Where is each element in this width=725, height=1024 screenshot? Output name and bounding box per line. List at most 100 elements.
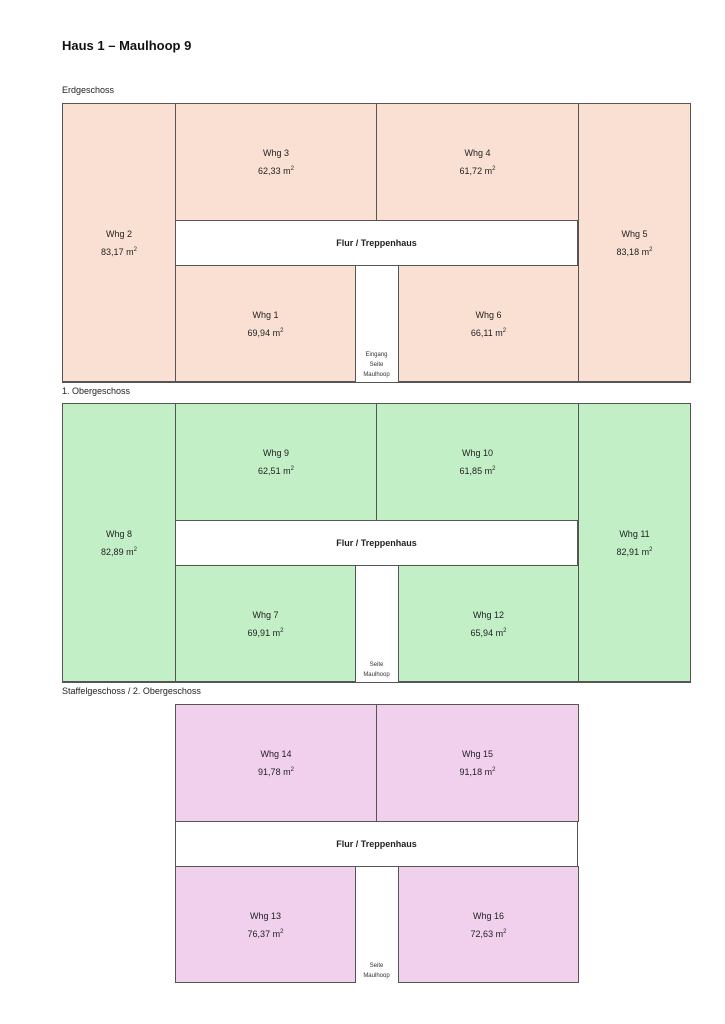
apartment-name: Whg 4 (464, 148, 491, 158)
apartment-name: Whg 7 (252, 609, 279, 620)
apartment-area: 61,85 m2 (377, 466, 578, 476)
floor-label: Staffelgeschoss / 2. Obergeschoss (62, 686, 201, 696)
area-exponent: 2 (503, 928, 507, 935)
area-value: 69,94 (247, 327, 271, 338)
apartment-area: 65,94 m2 (399, 628, 578, 638)
apartment-top2: Whg 15 91,18 m2 (376, 704, 579, 822)
apartment-area: 62,51 m2 (176, 466, 376, 476)
area-unit: m (641, 546, 650, 557)
area-unit: m (283, 166, 291, 176)
area-exponent: 2 (280, 327, 284, 334)
area-value: 61,72 (459, 166, 483, 176)
apartment-bot1: Whg 13 76,37 m2 (175, 866, 356, 983)
entrance-line: Maulhoop (363, 672, 390, 678)
area-unit: m (283, 466, 291, 476)
area-exponent: 2 (280, 627, 284, 634)
apartment-name: Whg 2 (105, 228, 132, 239)
apartment-area: 72,63 m2 (399, 929, 578, 939)
area-exponent: 2 (280, 928, 284, 935)
area-value: 72,63 (470, 928, 494, 939)
area-unit: m (495, 327, 503, 338)
corridor: Flur / Treppenhaus (175, 220, 578, 266)
apartment-name: Whg 13 (249, 910, 282, 921)
apartment-top2: Whg 4 61,72 m2 (376, 103, 579, 221)
apartment-bot2: Whg 6 66,11 m2 (398, 265, 579, 382)
area-unit: m (484, 767, 493, 777)
apartment-area: 69,94 m2 (176, 328, 355, 338)
area-value: 62,33 (258, 166, 281, 176)
floor-label: Erdgeschoss (62, 85, 115, 95)
area-exponent: 2 (290, 767, 294, 773)
area-value: 83,17 (101, 246, 124, 257)
apartment-top1: Whg 9 62,51 m2 (175, 403, 377, 521)
area-exponent: 2 (503, 627, 507, 634)
apartment-name: Whg 9 (262, 448, 289, 458)
apartment-area: 82,89 m2 (63, 547, 175, 557)
area-exponent: 2 (133, 546, 137, 553)
apartment-name: Whg 6 (475, 309, 502, 320)
area-exponent: 2 (502, 327, 507, 334)
apartment-name: Whg 14 (260, 749, 292, 759)
area-value: 83,18 (616, 246, 640, 257)
apartment-top1: Whg 14 91,78 m2 (175, 704, 377, 822)
entrance-line: Seite (369, 662, 384, 668)
area-unit: m (126, 546, 134, 557)
apartment-name: Whg 15 (461, 749, 494, 759)
apartment-name: Whg 8 (105, 528, 132, 539)
area-unit: m (272, 928, 281, 939)
apartment-area: 83,18 m2 (579, 247, 690, 257)
apartment-name: Whg 16 (472, 910, 505, 921)
area-value: 91,18 (459, 767, 483, 777)
apartment-area: 76,37 m2 (176, 929, 355, 939)
apartment-name: Whg 3 (262, 148, 289, 158)
apartment-left: Whg 8 82,89 m2 (62, 403, 176, 682)
apartment-top1: Whg 3 62,33 m2 (175, 103, 377, 221)
floor-label: 1. Obergeschoss (62, 386, 131, 396)
area-unit: m (495, 627, 504, 638)
apartment-area: 91,18 m2 (377, 767, 578, 777)
area-exponent: 2 (649, 546, 653, 553)
area-exponent: 2 (649, 246, 653, 253)
area-value: 61,85 (459, 466, 483, 476)
area-exponent: 2 (492, 166, 496, 172)
area-value: 76,37 (247, 928, 271, 939)
area-value: 82,91 (616, 546, 640, 557)
area-unit: m (272, 627, 281, 638)
area-unit: m (495, 928, 504, 939)
apartment-right: Whg 11 82,91 m2 (578, 403, 691, 682)
apartment-area: 83,17 m2 (63, 247, 175, 257)
entrance-line: Maulhoop (363, 973, 390, 979)
area-value: 66,11 (470, 327, 493, 338)
area-unit: m (484, 166, 493, 176)
apartment-area: 91,78 m2 (176, 767, 376, 777)
apartment-bot1: Whg 7 69,91 m2 (175, 565, 356, 682)
apartment-area: 82,91 m2 (579, 547, 690, 557)
area-value: 82,89 (101, 546, 124, 557)
entrance-line: Seite (369, 963, 384, 969)
entrance-line: Maulhoop (363, 372, 390, 378)
area-exponent: 2 (492, 767, 496, 773)
apartment-name: Whg 12 (472, 609, 505, 620)
entrance-line: Seite (369, 362, 384, 368)
area-unit: m (641, 246, 650, 257)
area-unit: m (484, 466, 493, 476)
area-value: 69,91 (247, 627, 271, 638)
area-value: 91,78 (258, 767, 281, 777)
area-value: 62,51 (258, 466, 281, 476)
area-exponent: 2 (133, 246, 137, 253)
corridor: Flur / Treppenhaus (175, 821, 578, 867)
apartment-area: 66,11 m2 (399, 328, 578, 338)
apartment-area: 62,33 m2 (176, 166, 376, 176)
apartment-left: Whg 2 83,17 m2 (62, 103, 176, 382)
apartment-name: Whg 11 (619, 528, 650, 539)
apartment-area: 69,91 m2 (176, 628, 355, 638)
area-unit: m (272, 327, 281, 338)
page-title: Haus 1 – Maulhoop 9 (62, 38, 192, 53)
